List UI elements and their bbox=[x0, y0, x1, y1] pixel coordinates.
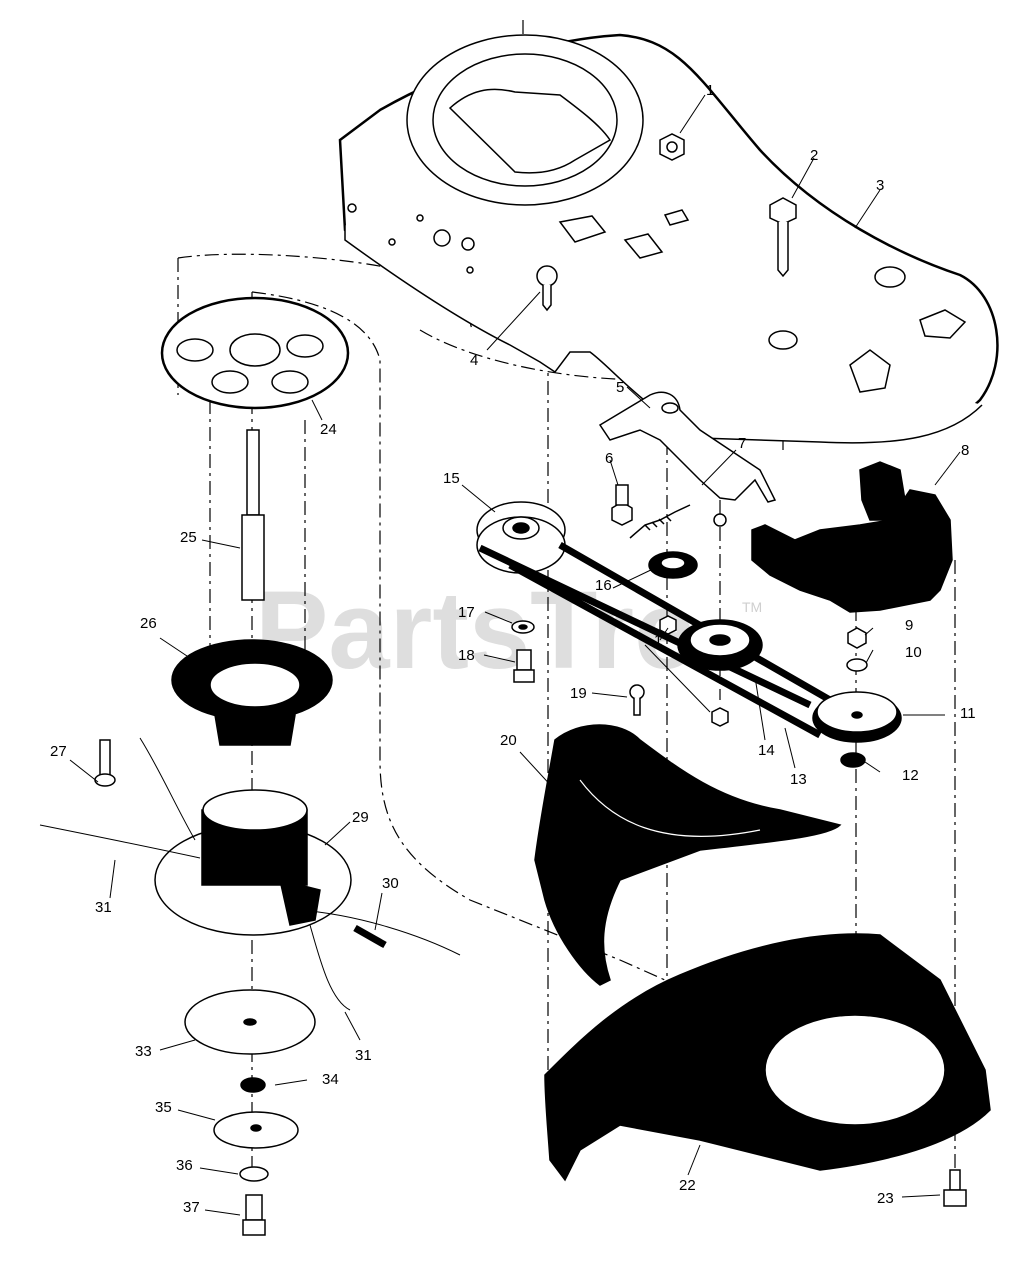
trimmer-line bbox=[39, 737, 461, 1011]
callout-2: 2 bbox=[810, 147, 818, 164]
line-spring bbox=[353, 924, 387, 949]
callout-30: 30 bbox=[382, 875, 399, 892]
long-bolt bbox=[769, 197, 797, 278]
discharge-chute bbox=[534, 724, 842, 986]
callout-29: 29 bbox=[352, 809, 369, 826]
callout-labels: 1 2 3 4 5 6 7 8 15 16 17 18 1 9 10 11 12… bbox=[50, 82, 976, 1216]
callout-7: 7 bbox=[738, 435, 746, 452]
watermark-tm: TM bbox=[742, 599, 762, 615]
callout-1b: 1 bbox=[654, 632, 662, 649]
callout-9: 9 bbox=[905, 617, 913, 634]
callout-17: 17 bbox=[458, 604, 475, 621]
callout-14: 14 bbox=[758, 742, 775, 759]
bolt-6 bbox=[611, 484, 633, 526]
callout-10: 10 bbox=[905, 644, 922, 661]
callout-31b: 31 bbox=[355, 1047, 372, 1064]
callout-18: 18 bbox=[458, 647, 475, 664]
callout-4: 4 bbox=[470, 352, 478, 369]
callout-12: 12 bbox=[902, 767, 919, 784]
nut-1b bbox=[659, 615, 677, 635]
screw-27 bbox=[94, 739, 116, 787]
nut-1c bbox=[711, 707, 729, 727]
washer-36 bbox=[239, 1166, 269, 1182]
belt-guard bbox=[751, 461, 953, 613]
callout-26: 26 bbox=[140, 615, 157, 632]
callout-16: 16 bbox=[595, 577, 612, 594]
callout-23: 23 bbox=[877, 1190, 894, 1207]
callout-5: 5 bbox=[616, 379, 624, 396]
deck-housing bbox=[338, 33, 999, 444]
idler-bearing bbox=[648, 551, 698, 579]
nut-9 bbox=[847, 627, 867, 649]
screw bbox=[536, 265, 558, 312]
tension-spring bbox=[629, 504, 691, 539]
spacer-34 bbox=[240, 1077, 266, 1093]
leader-lines bbox=[69, 94, 961, 1216]
callout-13: 13 bbox=[790, 771, 807, 788]
hex-nut bbox=[659, 133, 685, 161]
bushing-12 bbox=[840, 752, 866, 768]
bolt-37 bbox=[242, 1194, 266, 1236]
bolt-18 bbox=[513, 649, 535, 683]
callout-6: 6 bbox=[605, 450, 613, 467]
callout-33: 33 bbox=[135, 1043, 152, 1060]
callout-36: 36 bbox=[176, 1157, 193, 1174]
callout-11: 11 bbox=[960, 705, 976, 722]
trimmer-spool bbox=[154, 789, 352, 936]
callout-19: 19 bbox=[570, 685, 587, 702]
base-plate bbox=[544, 933, 991, 1182]
callout-22: 22 bbox=[679, 1177, 696, 1194]
spool-cap bbox=[184, 989, 316, 1055]
idler-bracket bbox=[598, 391, 777, 527]
spool-hub bbox=[171, 639, 333, 746]
drive-pulley bbox=[476, 501, 566, 574]
callout-20: 20 bbox=[500, 732, 517, 749]
washer-35 bbox=[213, 1111, 299, 1149]
callout-25: 25 bbox=[180, 529, 197, 546]
screw-19 bbox=[629, 684, 645, 716]
drive-shaft bbox=[241, 429, 265, 601]
washer-10 bbox=[846, 658, 868, 672]
callout-27: 27 bbox=[50, 743, 67, 760]
washer-17 bbox=[511, 620, 535, 634]
callout-24: 24 bbox=[320, 421, 337, 438]
callout-8: 8 bbox=[961, 442, 969, 459]
bolt-23 bbox=[943, 1169, 967, 1207]
callout-15: 15 bbox=[443, 470, 460, 487]
idler-pulley bbox=[677, 619, 763, 671]
callout-37: 37 bbox=[183, 1199, 200, 1216]
driven-pulley bbox=[812, 691, 902, 743]
callout-31a: 31 bbox=[95, 899, 112, 916]
callout-34: 34 bbox=[322, 1071, 339, 1088]
bearing-plate bbox=[160, 296, 350, 410]
callout-35: 35 bbox=[155, 1099, 172, 1116]
callout-3: 3 bbox=[876, 177, 884, 194]
callout-1: 1 bbox=[706, 82, 714, 99]
